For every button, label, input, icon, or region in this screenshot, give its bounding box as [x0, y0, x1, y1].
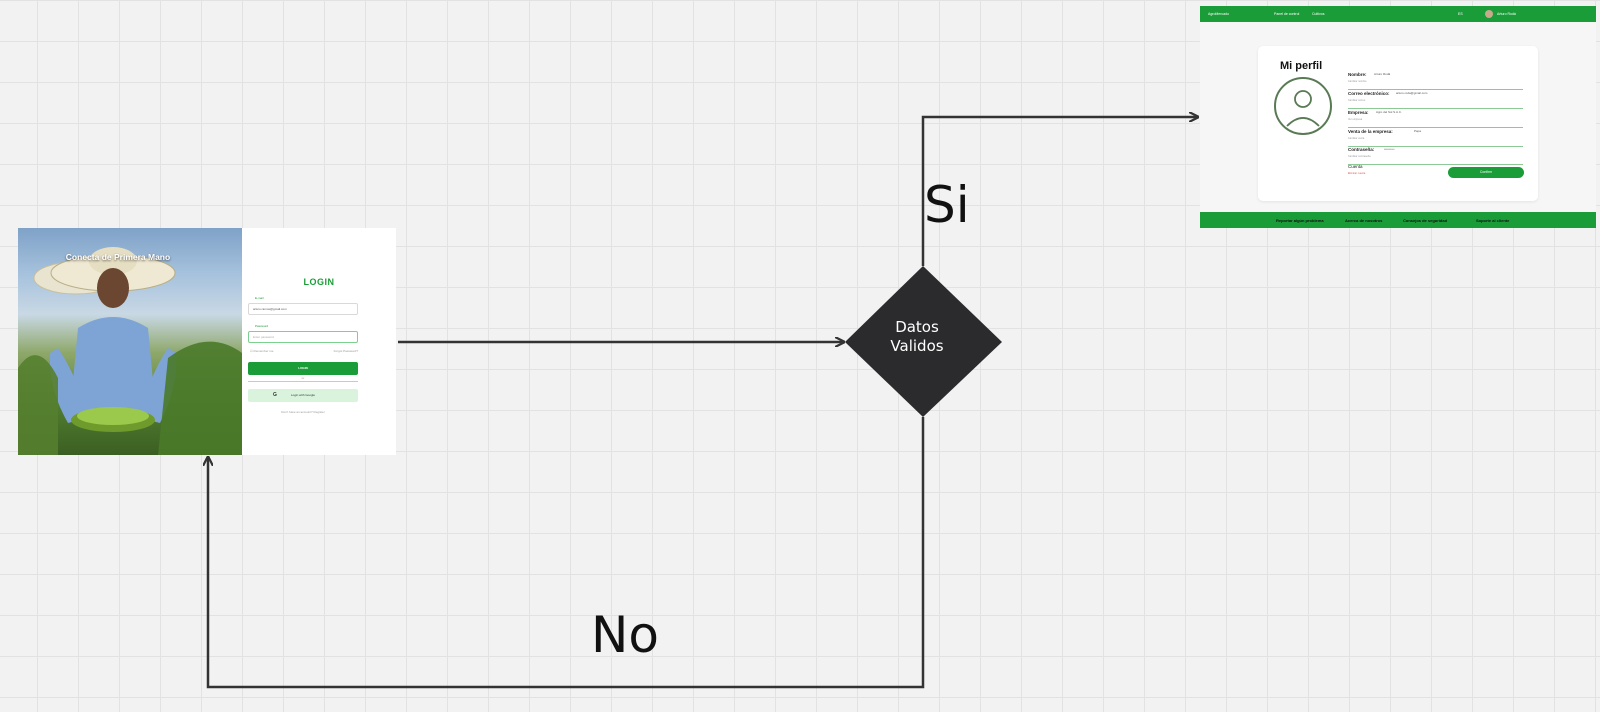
brand-logo[interactable]: AgroMercado: [1208, 12, 1230, 16]
field-correo[interactable]: Correo electrónico: arturo.roda@gmail.co…: [1348, 91, 1523, 109]
signup-link[interactable]: Don't have an account? Register: [281, 410, 325, 414]
remember-me-label[interactable]: Remember me: [253, 349, 274, 353]
field-action[interactable]: Cambiar correo: [1348, 99, 1366, 102]
user-avatar-small[interactable]: [1485, 10, 1493, 18]
field-value: Agro del Sol S.A.C.: [1376, 110, 1402, 114]
field-label: Empresa:: [1348, 110, 1369, 115]
password-label: Password: [255, 324, 269, 328]
field-action[interactable]: Cambiar contraseña: [1348, 155, 1371, 158]
decision-diamond: [845, 266, 1002, 417]
field-value: arturo.roda@gmail.com: [1396, 91, 1428, 95]
decision-line-2: Validos: [890, 337, 944, 355]
yes-label: Si: [924, 176, 970, 234]
profile-screen: AgroMercado Panel de control Cultivos ES…: [1200, 6, 1596, 228]
farmer-illustration: [18, 247, 242, 455]
footer-link-about[interactable]: Acerca de nosotros: [1345, 218, 1383, 223]
field-label: Cuenta: [1348, 164, 1363, 169]
arrow-yes-to-profile: [921, 117, 1198, 266]
login-tagline: Conecta de Primera Mano: [65, 252, 171, 262]
arrow-no-to-login: [208, 417, 925, 689]
email-field[interactable]: arturo.ramos@gmail.com: [248, 303, 358, 315]
no-label: No: [591, 606, 659, 664]
login-screen: Conecta de Primera Mano LOGIN E-mail art…: [18, 228, 396, 455]
footer-link-report[interactable]: Reportar algún problema: [1276, 218, 1324, 223]
login-divider: [248, 381, 358, 382]
divider-text: or: [301, 376, 305, 380]
login-options-row: ☑ Remember me Forgot Password?: [250, 349, 358, 353]
field-venta[interactable]: Venta de la empresa: Papa Cambiar venta: [1348, 129, 1523, 147]
google-login-button[interactable]: G Login with Google: [248, 389, 358, 402]
field-nombre[interactable]: Nombre: Arturo Rodá Cambiar nombre: [1348, 72, 1523, 90]
footer-link-security[interactable]: Consejos de seguridad: [1403, 218, 1448, 223]
email-label: E-mail: [255, 296, 264, 300]
field-empresa[interactable]: Empresa: Agro del Sol S.A.C. Ver empresa: [1348, 110, 1523, 128]
header-user-name[interactable]: Arturo Rodá: [1497, 12, 1516, 16]
delete-account-link[interactable]: Eliminar cuenta: [1348, 172, 1366, 175]
farmer-photo: Conecta de Primera Mano: [18, 228, 242, 455]
field-value: Papa: [1414, 129, 1422, 133]
password-field[interactable]: Enter password: [248, 331, 358, 343]
language-selector[interactable]: ES: [1458, 12, 1463, 16]
user-avatar-icon: [1274, 77, 1332, 135]
field-action[interactable]: Cambiar nombre: [1348, 80, 1367, 83]
field-value: ••••••••••: [1384, 147, 1395, 151]
confirm-button[interactable]: Confirm: [1448, 167, 1524, 178]
field-contrasena[interactable]: Contraseña: •••••••••• Cambiar contraseñ…: [1348, 147, 1523, 165]
decision-line-1: Datos: [895, 318, 939, 336]
nav-item-panel[interactable]: Panel de control: [1274, 12, 1300, 16]
profile-title: Mi perfil: [1280, 60, 1323, 72]
login-title: LOGIN: [303, 277, 335, 287]
field-label: Venta de la empresa:: [1348, 129, 1393, 134]
field-label: Nombre:: [1348, 72, 1367, 77]
login-form: LOGIN E-mail arturo.ramos@gmail.com Pass…: [242, 228, 396, 455]
profile-footer: Reportar algún problema Acerca de nosotr…: [1200, 212, 1596, 228]
field-cuenta[interactable]: Cuenta Eliminar cuenta: [1348, 164, 1523, 181]
field-label: Correo electrónico:: [1348, 91, 1390, 96]
login-button[interactable]: LOGIN: [248, 362, 358, 375]
field-action[interactable]: Ver empresa: [1348, 118, 1363, 121]
field-value: Arturo Rodá: [1374, 72, 1391, 76]
field-label: Contraseña:: [1348, 147, 1375, 152]
forgot-password-link[interactable]: Forgot Password?: [333, 349, 358, 353]
nav-item-cultivos[interactable]: Cultivos: [1312, 12, 1325, 16]
field-action[interactable]: Cambiar venta: [1348, 137, 1365, 140]
footer-link-support[interactable]: Soporte al cliente: [1476, 218, 1510, 223]
google-icon: G: [273, 392, 277, 398]
checkbox-icon[interactable]: ☑: [250, 349, 254, 353]
decision-label: Datos Validos: [852, 318, 982, 356]
profile-header: AgroMercado Panel de control Cultivos ES…: [1200, 6, 1596, 22]
google-button-label: Login with Google: [290, 393, 316, 397]
profile-panel: Mi perfil Nombre: Arturo Rodá Cambiar no…: [1258, 46, 1538, 201]
